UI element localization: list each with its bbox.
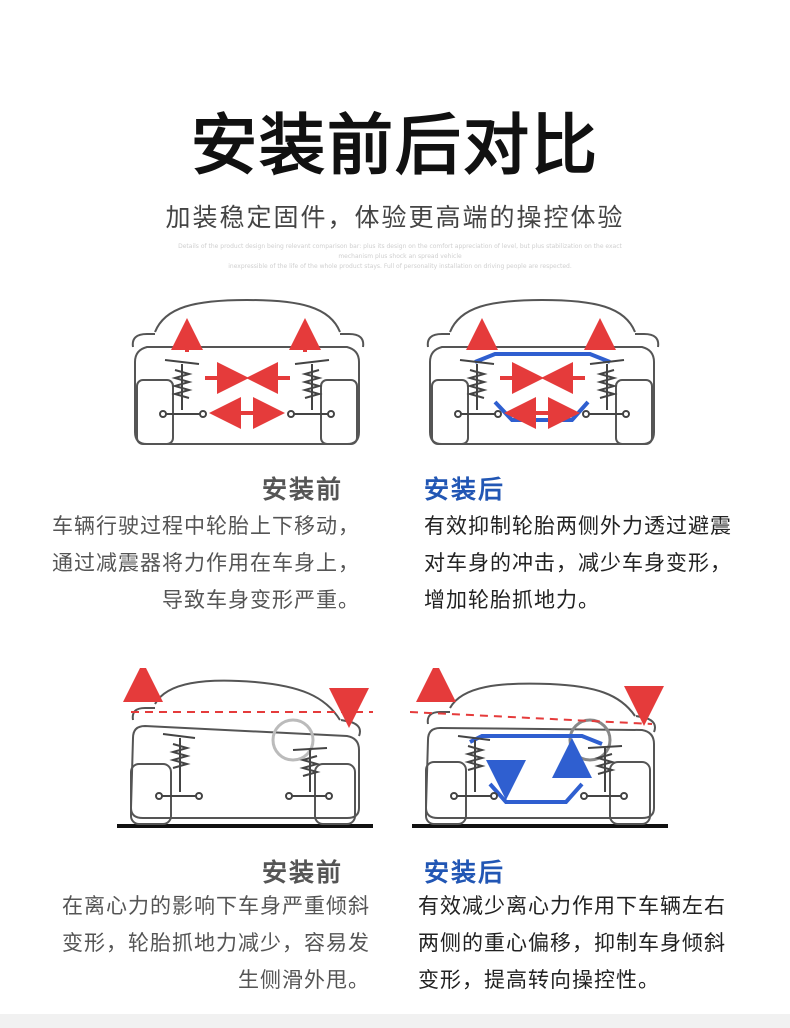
section2-before-heading: 安装前 [262, 858, 344, 887]
bottom-divider [0, 1014, 790, 1028]
suspension-left [450, 735, 498, 800]
suspension-right [285, 747, 333, 800]
center-of-gravity-line [410, 711, 653, 725]
suspension-right [287, 359, 335, 418]
section2-after-line-1: 有效减少离心力作用下车辆左右 [418, 894, 726, 918]
section2-before-line-3: 生侧滑外甩。 [238, 968, 370, 992]
suspension-left [454, 359, 502, 418]
section2-after-heading: 安装后 [424, 858, 506, 887]
car-body-outline [426, 298, 660, 445]
car-diagram-after-1 [426, 298, 660, 445]
suspension-left [159, 359, 207, 418]
suspension-right [580, 745, 628, 800]
section2-after-line-3: 变形，提高转向操控性。 [418, 968, 660, 992]
section1-before-heading: 安装前 [262, 475, 344, 504]
section2-before-description: 在离心力的影响下车身严重倾斜 变形，轮胎抓地力减少，容易发 生侧滑外甩。 [10, 888, 370, 999]
force-arrows [466, 318, 616, 429]
section1-before-line-3: 导致车身变形严重。 [162, 588, 360, 612]
car-diagram-before-2 [117, 668, 373, 828]
page-title: 安装前后对比 [191, 107, 599, 184]
section1-after-heading: 安装后 [424, 475, 506, 504]
section2-after-line-2: 两侧的重心偏移，抑制车身倾斜 [418, 931, 726, 955]
stabilizer-bar [474, 352, 611, 422]
car-body-outline [129, 679, 361, 825]
section1-after-line-1: 有效抑制轮胎两侧外力透过避震 [424, 514, 732, 538]
page-subtitle: 加装稳定固件，体验更高端的操控体验 [165, 203, 625, 232]
section1-before-line-2: 通过减震器将力作用在车身上， [52, 551, 360, 575]
section1-before-description: 车辆行驶过程中轮胎上下移动， 通过减震器将力作用在车身上， 导致车身变形严重。 [10, 508, 360, 619]
section2-after-description: 有效减少离心力作用下车辆左右 两侧的重心偏移，抑制车身倾斜 变形，提高转向操控性… [418, 888, 784, 999]
section2-before-line-1: 在离心力的影响下车身严重倾斜 [62, 894, 370, 918]
section1-after-line-2: 对车身的冲击，减少车身变形， [424, 551, 732, 575]
car-diagram-after-2 [410, 668, 668, 828]
force-arrows [171, 318, 321, 429]
section1-before-line-1: 车辆行驶过程中轮胎上下移动， [52, 514, 360, 538]
car-diagram-before-1 [131, 298, 365, 445]
suspension-right [582, 359, 630, 418]
stabilizer-bar [469, 734, 603, 804]
fineprint-line-2: inexpressible of the life of the whole p… [228, 263, 572, 270]
car-body-outline [131, 298, 365, 445]
steering-wheel-icon [271, 718, 315, 762]
fineprint-line-1: Details of the product design being rele… [178, 243, 622, 260]
section1-after-line-3: 增加轮胎抓地力。 [424, 588, 600, 612]
section1-after-description: 有效抑制轮胎两侧外力透过避震 对车身的冲击，减少车身变形， 增加轮胎抓地力。 [424, 508, 784, 619]
fineprint-text: Details of the product design being rele… [170, 242, 630, 272]
section2-before-line-2: 变形，轮胎抓地力减少，容易发 [62, 931, 370, 955]
suspension-left [155, 733, 203, 800]
